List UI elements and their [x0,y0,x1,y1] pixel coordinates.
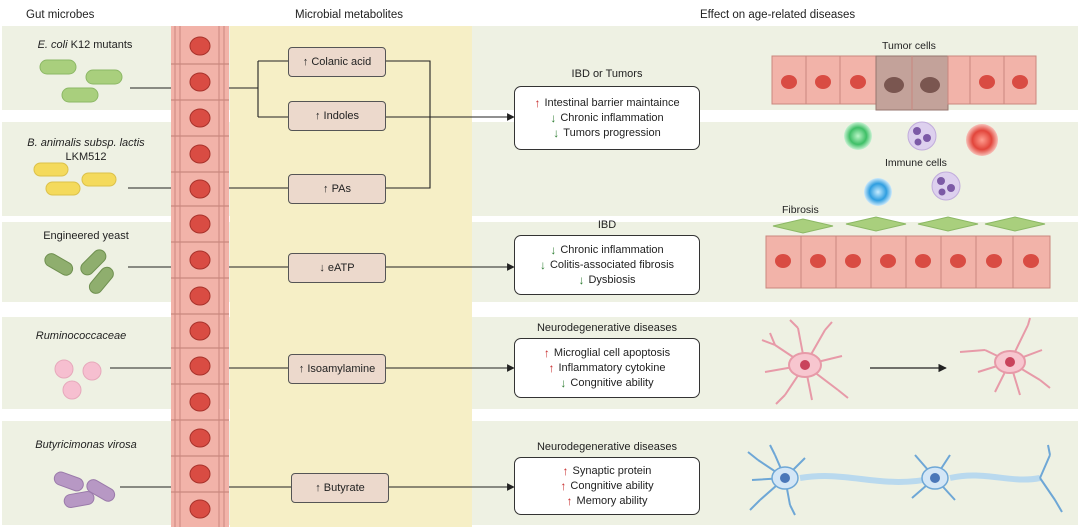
effect-line: ↓Dysbiosis [578,273,636,287]
effect-box-ibd: ↓Chronic inflammation ↓Colitis-associate… [514,235,700,295]
down-arrow-icon: ↓ [560,376,567,390]
fibrosis-illustration [765,216,1051,289]
metabolite-indoles: ↑ Indoles [288,101,386,131]
tumor-epithelium-illustration [771,55,1037,111]
metabolite-pas: ↑ PAs [288,174,386,204]
microbe-label-butyri: Butyricimonas virosa [35,439,137,451]
effect-title-ibd-tumors: IBD or Tumors [571,68,643,80]
microbe-label-rumino: Ruminococcaceae [35,330,127,342]
effect-title-neuro-1: Neurodegenerative diseases [536,322,678,334]
down-arrow-icon: ↓ [550,243,557,257]
effect-line: ↑Synaptic protein [562,464,652,478]
effect-line: ↓Chronic inflammation [550,243,664,257]
effect-line: ↑Intestinal barrier maintaince [534,96,680,110]
effect-box-neuro-2: ↑Synaptic protein ↑Congnitive ability ↑M… [514,457,700,515]
microbe-label-ecoli: E. coli K12 mutants [37,39,133,51]
effect-line: ↑Memory ability [566,494,648,508]
metabolite-connectors [229,60,291,488]
up-arrow-icon: ↑ [548,361,555,375]
label-tumor-cells: Tumor cells [882,40,936,52]
up-arrow-icon: ↑ [543,346,550,360]
ruminococcaceae-icon [54,359,102,400]
immune-cells-illustration [844,121,998,206]
effect-line: ↑Congnitive ability [560,479,654,493]
effect-line: ↓Chronic inflammation [550,111,664,125]
effect-line: ↓Tumors progression [553,126,661,140]
metabolite-butyrate: ↑ Butyrate [291,473,389,503]
effect-line: ↓Colitis-associated fibrosis [539,258,675,272]
effect-line: ↓Congnitive ability [560,376,654,390]
ecoli-bacteria-icon [39,59,123,103]
engineered-yeast-icon [44,249,114,294]
bifidobacteria-icon [33,162,117,196]
label-immune-cells: Immune cells [885,157,947,169]
microbe-lines [110,87,171,488]
down-arrow-icon: ↓ [553,126,560,140]
effect-connectors [385,60,515,491]
down-arrow-icon: ↓ [539,258,546,272]
metabolite-eatp: ↓ eATP [288,253,386,283]
header-metabolites: Microbial metabolites [295,9,404,21]
effect-line: ↑Microglial cell apoptosis [543,346,671,360]
metabolite-colanic-acid: ↑ Colanic acid [288,47,386,77]
label-fibrosis: Fibrosis [782,204,819,216]
effect-title-neuro-2: Neurodegenerative diseases [536,441,678,453]
butyricimonas-icon [53,471,116,508]
header-effects: Effect on age-related diseases [700,9,856,21]
microglia-illustration [761,319,849,405]
down-arrow-icon: ↓ [578,273,585,287]
metabolite-isoamylamine: ↑ Isoamylamine [288,354,386,384]
microbe-label-yeast: Engineered yeast [43,230,129,242]
header-gut-microbes: Gut microbes [26,9,95,21]
up-arrow-icon: ↑ [562,464,569,478]
effect-box-ibd-tumors: ↑Intestinal barrier maintaince ↓Chronic … [514,86,700,150]
up-arrow-icon: ↑ [560,479,567,493]
effect-line: ↑Inflammatory cytokine [548,361,666,375]
apoptotic-microglia-illustration [959,317,1051,396]
up-arrow-icon: ↑ [534,96,541,110]
down-arrow-icon: ↓ [550,111,557,125]
effect-box-neuro-1: ↑Microglial cell apoptosis ↑Inflammatory… [514,338,700,398]
neurons-illustration [747,444,1063,516]
up-arrow-icon: ↑ [566,494,573,508]
epithelium-column [171,26,229,527]
effect-title-ibd: IBD [597,219,617,231]
